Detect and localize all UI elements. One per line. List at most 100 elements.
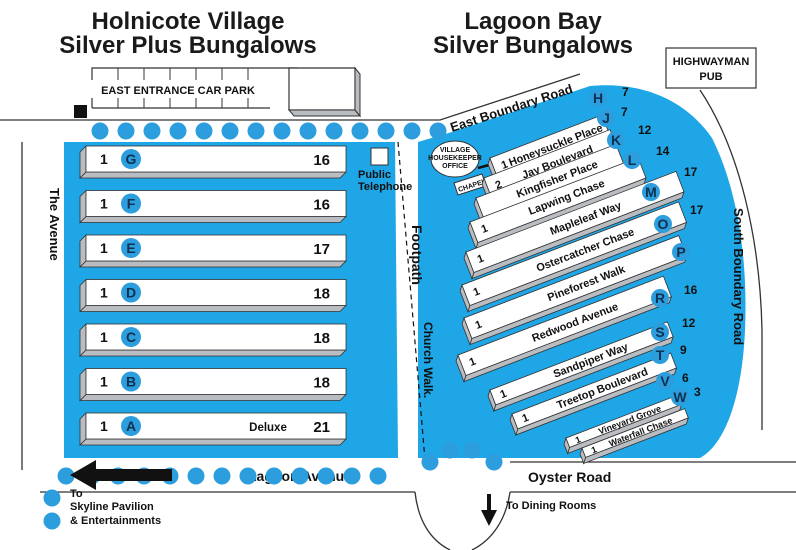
- block-start-number: 1: [100, 196, 108, 212]
- car-park: EAST ENTRANCE CAR PARK: [82, 67, 298, 109]
- right-title-line1: Lagoon Bay: [464, 8, 602, 35]
- block-side: [79, 234, 87, 268]
- row-end-number: 9: [680, 343, 687, 357]
- highwayman-pub: HIGHWAYMAN PUB: [665, 47, 757, 89]
- row-start-number: 1: [499, 388, 509, 401]
- public-telephone-line2: Telephone: [358, 181, 412, 193]
- dining-arrow: [481, 494, 497, 526]
- path-dot: [169, 122, 187, 140]
- block-end-number: 18: [313, 375, 330, 392]
- roundabout-outline: [414, 491, 511, 550]
- path-dot: [187, 467, 205, 485]
- row-start-number: 1: [574, 434, 582, 445]
- row-letter: S: [655, 324, 664, 340]
- right-title-line2: Silver Bungalows: [433, 32, 633, 59]
- car-park-building: [287, 66, 362, 118]
- path-dot: [91, 122, 109, 140]
- block-side: [79, 216, 347, 223]
- row-roof: [511, 352, 677, 430]
- block-side: [79, 189, 87, 224]
- path-dot: [117, 122, 135, 140]
- path-dot: [43, 512, 61, 530]
- bungalow-block-c: 1 C 18: [79, 323, 347, 357]
- path-dot: [317, 467, 335, 485]
- path-dot: [57, 467, 75, 485]
- row-letter-badge: [651, 289, 669, 307]
- block-letter-badge: [121, 149, 141, 169]
- entrance-marker: [74, 105, 87, 118]
- row-letter: R: [655, 290, 665, 306]
- row-letter-badge: [623, 151, 641, 169]
- church-walk-label: Church Walk.: [421, 322, 435, 398]
- block-start-number: 1: [100, 329, 108, 345]
- block-letter-badge: [121, 327, 141, 347]
- south-boundary-road-line: [699, 89, 763, 430]
- block-end-number: 18: [313, 286, 330, 303]
- footpath-label: Footpath: [409, 225, 425, 285]
- row-end-number: 6: [682, 371, 689, 385]
- row-letter: H: [593, 90, 603, 106]
- left-title-line1: Holnicote Village: [92, 8, 285, 35]
- row-roof: [465, 170, 685, 274]
- path-dot: [325, 122, 343, 140]
- row-letter-badge: [672, 243, 690, 261]
- row-letter-badge: [651, 346, 669, 364]
- path-dot: [247, 122, 265, 140]
- row-start-number: 1: [476, 253, 486, 266]
- pub-label-line2: PUB: [699, 71, 722, 83]
- block-start-number: 1: [100, 285, 108, 301]
- path-dot: [377, 122, 395, 140]
- path-dot: [441, 441, 459, 459]
- row-start-number: 1: [500, 159, 510, 172]
- row-letter: W: [673, 389, 687, 405]
- row-roof: [457, 275, 672, 377]
- car-park-label: EAST ENTRANCE CAR PARK: [101, 85, 255, 97]
- block-letter: D: [126, 285, 136, 301]
- row-start-number: 1: [472, 286, 482, 299]
- row-start-number: 1: [590, 444, 598, 455]
- path-dot: [291, 467, 309, 485]
- row-end-number: 12: [638, 123, 652, 137]
- block-label: Deluxe: [249, 422, 287, 434]
- row-letter: M: [645, 184, 657, 200]
- row-letter: J: [602, 110, 610, 126]
- block-end-number: 18: [313, 330, 330, 347]
- row-letter-badge: [651, 323, 669, 341]
- block-letter: C: [126, 329, 136, 345]
- row-letter: V: [660, 373, 670, 389]
- row-start-number: 2: [494, 179, 504, 192]
- row-letter: P: [676, 244, 685, 260]
- path-dot: [265, 467, 283, 485]
- block-side: [79, 323, 87, 357]
- row-letter: O: [658, 216, 669, 232]
- oyster-road-label: Oyster Road: [528, 469, 611, 485]
- row-start-number: 1: [521, 412, 531, 425]
- path-dot: [463, 441, 481, 459]
- block-end-number: 21: [313, 419, 330, 436]
- row-start-number: 1: [480, 223, 490, 236]
- block-side: [79, 278, 87, 313]
- block-end-number: 16: [313, 152, 330, 169]
- skyline-line1: To: [70, 488, 83, 500]
- path-dot: [403, 122, 421, 140]
- office-line2: HOUSEKEEPER: [428, 155, 482, 162]
- row-end-number: 16: [684, 283, 698, 297]
- path-dot: [299, 122, 317, 140]
- path-dot: [273, 122, 291, 140]
- block-start-number: 1: [100, 374, 108, 390]
- row-end-number: 17: [684, 165, 698, 179]
- row-letter: K: [611, 132, 621, 148]
- block-side: [79, 171, 347, 179]
- row-letter-badge: [642, 183, 660, 201]
- dining-rooms-label: To Dining Rooms: [506, 500, 596, 512]
- row-roof: [469, 156, 647, 244]
- row-letter-badge: [589, 89, 607, 107]
- bungalow-block-d: 1 D 18: [79, 278, 347, 313]
- row-letter-badge: [671, 388, 689, 406]
